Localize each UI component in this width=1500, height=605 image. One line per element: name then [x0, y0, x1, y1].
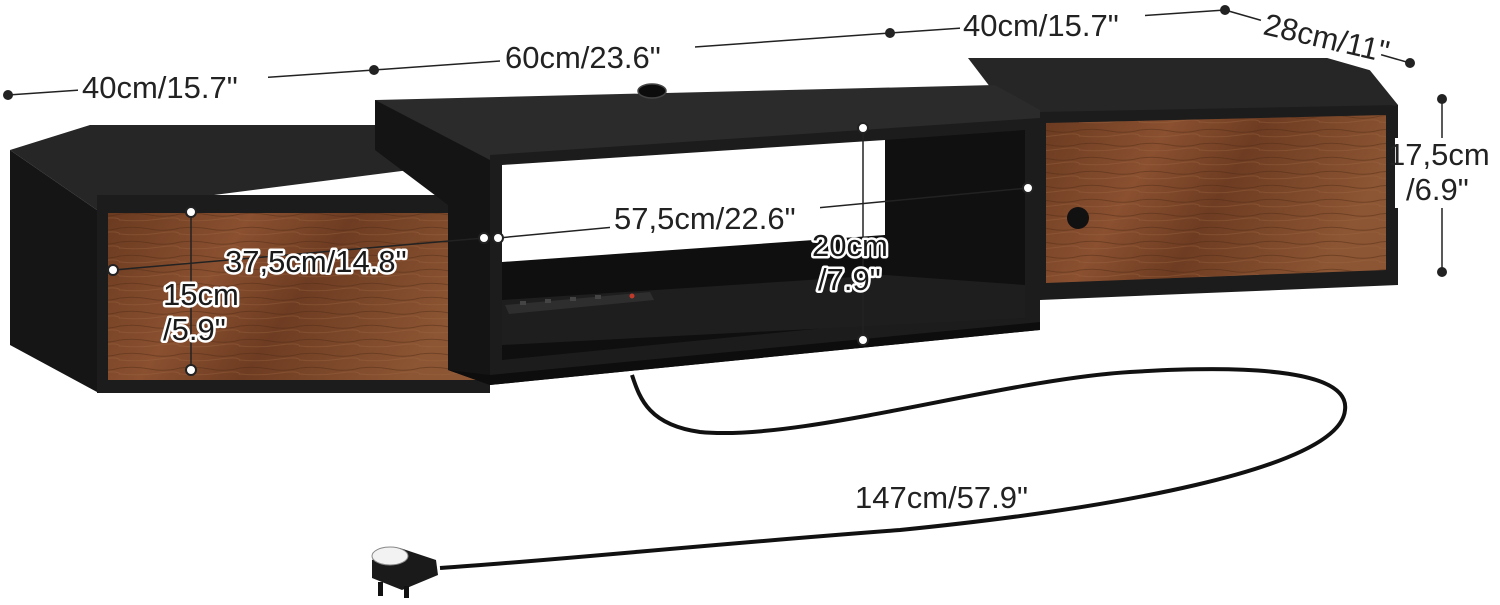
- left-cabinet-side: [10, 150, 97, 392]
- center-width-label: 60cm/23.6": [505, 40, 661, 75]
- inner-height-in-label: /7.9": [818, 262, 881, 297]
- inner-width-label: 57,5cm/22.6": [614, 201, 796, 236]
- center-cabinet-top: [375, 85, 1040, 165]
- left-cabinet: [10, 125, 490, 393]
- right-width-label: 40cm/15.7": [963, 8, 1119, 43]
- side-height-cm-label: 17,5cm: [1388, 137, 1490, 172]
- side-compartment: [885, 130, 1025, 322]
- power-strip-icon: [505, 292, 654, 314]
- power-cable: [371, 367, 1348, 598]
- inner-height-cm-label: 20cm: [812, 228, 888, 263]
- left-width-label: 40cm/15.7": [82, 70, 238, 105]
- dimension-endpoints: [3, 5, 1447, 277]
- uk-plug-icon: [371, 546, 438, 598]
- panel-dimension-endpoints: [107, 122, 1034, 376]
- drawer-height-cm-label: 15cm: [163, 277, 239, 312]
- drawer-knob-icon: [1067, 207, 1089, 229]
- drawer-width-label: 37,5cm/14.8": [225, 244, 407, 279]
- side-height-in-label: /6.9": [1406, 172, 1469, 207]
- cable-length-label: 147cm/57.9": [855, 480, 1028, 515]
- right-cabinet: [968, 58, 1398, 300]
- left-cabinet-top: [10, 125, 490, 210]
- drawer-height-in-label: /5.9": [163, 312, 226, 347]
- cable-grommet-icon: [637, 83, 667, 99]
- center-cabinet-side: [375, 100, 490, 385]
- inner-shelf: [502, 275, 1025, 345]
